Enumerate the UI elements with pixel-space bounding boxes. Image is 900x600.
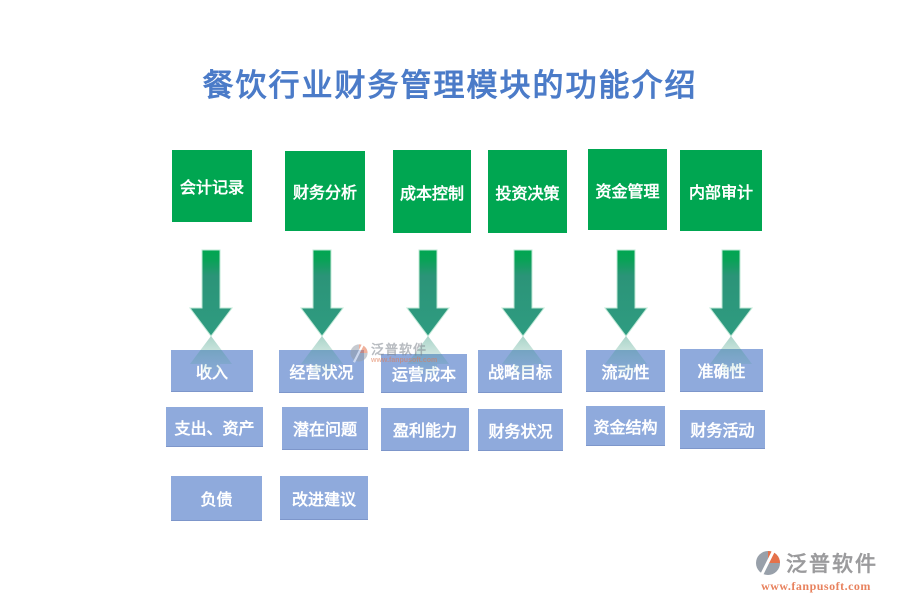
output-item-financial-status: 财务状况 xyxy=(478,409,563,451)
module-box-fund-management: 资金管理 xyxy=(588,149,667,230)
fanpu-logo-icon xyxy=(350,343,368,363)
output-item-capital-structure: 资金结构 xyxy=(586,406,665,446)
output-item-liquidity: 流动性 xyxy=(586,350,665,392)
module-box-cost-control: 成本控制 xyxy=(393,150,471,233)
fanpu-logo-icon xyxy=(756,550,780,576)
output-item-strategic-goals: 战略目标 xyxy=(478,350,562,393)
output-item-improvement-suggestions: 改进建议 xyxy=(280,476,368,520)
output-item-expense-assets: 支出、资产 xyxy=(166,407,263,447)
page-title: 餐饮行业财务管理模块的功能介绍 xyxy=(202,68,698,103)
watermark-url: www.fanpusoft.com xyxy=(371,357,438,364)
footer-website-url: www.fanpusoft.com xyxy=(761,579,871,593)
module-box-accounting-records: 会计记录 xyxy=(172,150,252,222)
output-item-financial-activities: 财务活动 xyxy=(680,410,765,449)
module-box-financial-analysis: 财务分析 xyxy=(285,151,365,231)
output-item-profitability: 盈利能力 xyxy=(381,408,469,451)
output-item-accuracy: 准确性 xyxy=(680,349,763,392)
footer-brand-block: 泛普软件 www.fanpusoft.com xyxy=(754,548,878,594)
module-box-investment-decision: 投资决策 xyxy=(488,150,567,233)
watermark: 泛普软件 www.fanpusoft.com xyxy=(349,343,437,364)
module-box-internal-audit: 内部审计 xyxy=(680,150,762,231)
watermark-brand: 泛普软件 xyxy=(371,342,428,357)
output-item-potential-problems: 潜在问题 xyxy=(282,407,368,450)
footer-brand-name: 泛普软件 xyxy=(786,553,878,576)
output-item-income: 收入 xyxy=(171,350,253,392)
output-item-liabilities: 负债 xyxy=(171,476,262,521)
